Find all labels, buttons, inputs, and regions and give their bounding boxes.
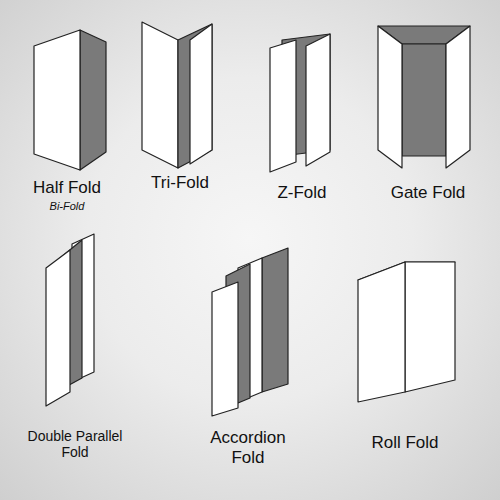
left-flap xyxy=(378,26,402,168)
front-panel xyxy=(270,40,296,172)
panel xyxy=(262,248,288,392)
fold-label: Gate Fold xyxy=(368,183,488,203)
right-flap xyxy=(446,26,470,168)
z-fold-figure xyxy=(270,34,330,172)
fold-label: Tri-Fold xyxy=(125,173,235,193)
roll-fold-figure xyxy=(358,262,455,402)
half-fold-figure xyxy=(34,30,106,170)
panel xyxy=(212,282,238,416)
flap-panel xyxy=(190,24,212,164)
fold-label: Half Fold xyxy=(12,178,122,198)
fold-label: Double Parallel Fold xyxy=(16,428,134,460)
fold-label: Z-Fold xyxy=(252,183,352,203)
tri-fold-figure xyxy=(142,22,212,168)
gate-fold-figure xyxy=(378,26,470,168)
back-panel xyxy=(306,34,330,166)
double-parallel-figure xyxy=(46,234,94,406)
back-panel xyxy=(80,30,106,170)
right-panel xyxy=(405,262,455,392)
inner-panel xyxy=(178,24,212,168)
fold-label: Accordion Fold xyxy=(198,428,298,467)
fold-label: Bi-Fold xyxy=(27,200,107,213)
accordion-figure xyxy=(212,248,288,416)
fold-label: Roll Fold xyxy=(350,433,460,453)
front-panel xyxy=(358,262,405,402)
front-panel xyxy=(46,250,70,406)
left-panel xyxy=(142,22,178,168)
front-panel xyxy=(34,30,80,170)
inner-panel xyxy=(402,44,446,156)
